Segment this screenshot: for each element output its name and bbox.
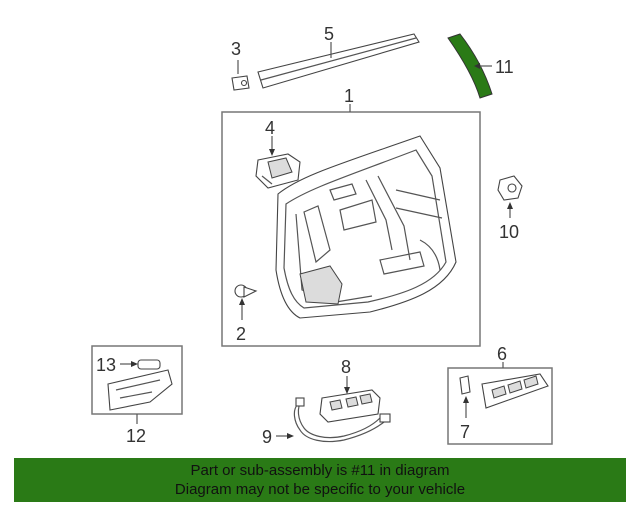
callout-10: 10 [499,222,519,242]
part-6-switch-panel[interactable] [481,373,549,409]
callout-6: 6 [497,344,507,364]
part-4-handle-bezel[interactable] [255,153,301,189]
callout-11: 11 [495,57,514,77]
callout-12: 12 [126,426,146,446]
callout-4: 4 [265,118,275,138]
part-8-switch-assembly[interactable] [319,389,381,423]
arrow-11 [474,63,480,69]
frame-part-6 [447,367,553,445]
frame-part-1 [221,111,481,347]
part-9-wire-harness[interactable] [293,397,391,443]
part-10-switch[interactable] [497,175,523,201]
callout-1: 1 [344,86,354,106]
arrow-10 [507,202,513,209]
banner-line-2: Diagram may not be specific to your vehi… [174,481,466,498]
part-5-belt-molding[interactable] [257,33,420,89]
callout-2: 2 [236,324,246,344]
part-11-weatherstrip[interactable] [447,33,493,99]
arrow-2 [239,298,245,305]
arrow-9 [287,433,294,439]
callout-9: 9 [262,427,272,447]
callout-13: 13 [96,355,116,375]
arrow-4 [269,149,275,156]
info-banner: Part or sub-assembly is #11 in diagram D… [14,458,626,502]
part-3-clip[interactable] [231,75,250,91]
parts-diagram: 5 3 11 1 4 2 [91,24,553,447]
arrow-13 [131,361,138,367]
callout-7: 7 [460,422,470,442]
arrow-7 [463,396,469,403]
banner-line-1: Part or sub-assembly is #11 in diagram [190,462,450,479]
part-12-lamp-housing[interactable] [107,369,173,411]
part-13-bulb[interactable] [137,359,161,370]
part-2-pin-clip[interactable] [234,284,258,298]
callout-5: 5 [324,24,334,44]
callout-3: 3 [231,39,241,59]
part-1-door-trim-panel[interactable] [275,135,457,319]
callout-8: 8 [341,357,351,377]
arrow-8 [344,387,350,394]
part-7-clip[interactable] [459,375,471,395]
